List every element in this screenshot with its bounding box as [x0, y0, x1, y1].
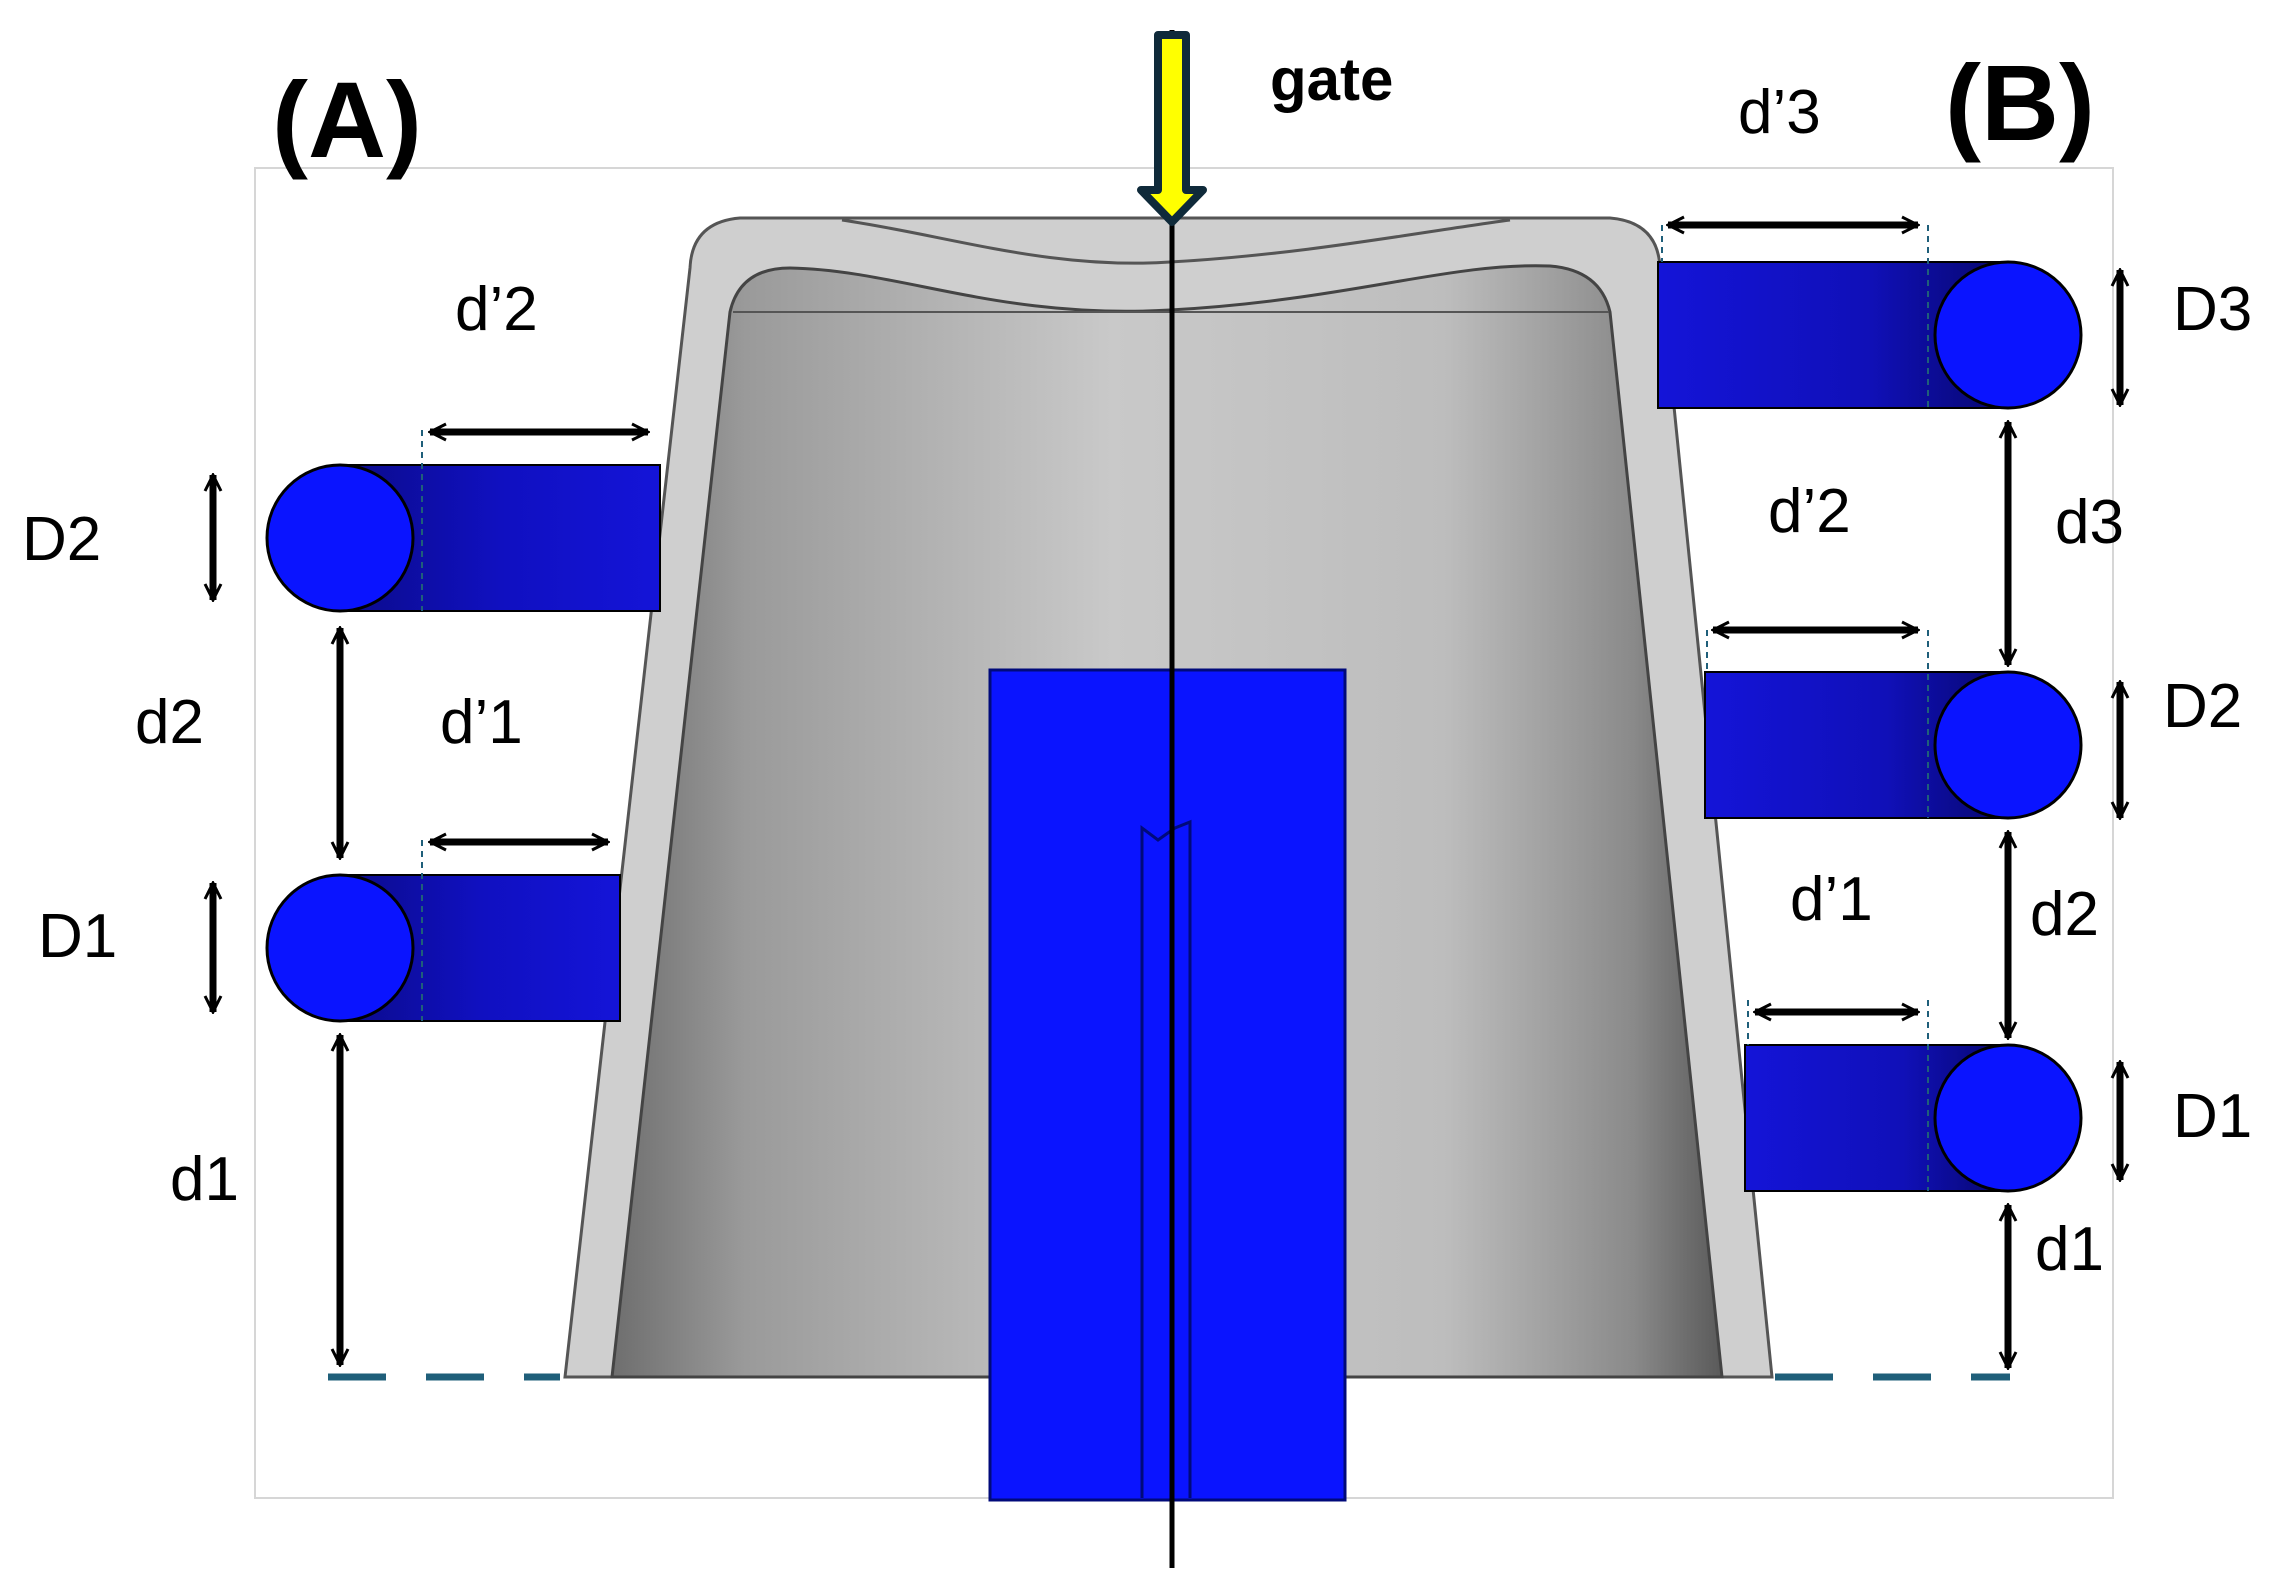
gate-arrow-icon [1137, 31, 1207, 226]
left-channel-2-end [265, 463, 415, 613]
right-label-d1: d1 [2035, 1215, 2104, 1284]
left-dimension-arrows [213, 432, 648, 1365]
right-label-d-prime-3: d’3 [1738, 78, 1821, 147]
right-dimension-arrows [1668, 225, 2120, 1368]
right-label-D3: D3 [2173, 275, 2252, 344]
panel-label-b: (B) [1945, 42, 2095, 163]
right-label-D1: D1 [2173, 1082, 2252, 1151]
right-channel-1-end [1933, 1043, 2083, 1193]
left-label-D2: D2 [22, 505, 101, 574]
left-channel-1-end [265, 873, 415, 1023]
right-label-d-prime-2: d’2 [1768, 477, 1851, 546]
left-channel-2 [265, 463, 661, 613]
right-channel-1 [1744, 1043, 2083, 1193]
right-channel-2 [1704, 670, 2083, 820]
right-label-D2: D2 [2163, 672, 2242, 741]
left-label-d1: d1 [170, 1145, 239, 1214]
left-label-d-prime-2: d’2 [455, 275, 538, 344]
left-label-D1: D1 [38, 902, 117, 971]
left-label-d2: d2 [135, 688, 204, 757]
panel-label-a: (A) [272, 59, 422, 180]
right-label-d3: d3 [2055, 488, 2124, 557]
left-channel-1 [265, 873, 621, 1023]
core-baffle [1140, 819, 1192, 1498]
right-channel-3 [1657, 260, 2083, 410]
right-label-d2: d2 [2030, 880, 2099, 949]
right-label-d-prime-1: d’1 [1790, 865, 1873, 934]
right-channel-3-end [1933, 260, 2083, 410]
left-label-d-prime-1: d’1 [440, 688, 523, 757]
right-channel-2-end [1933, 670, 2083, 820]
core-cooling-channel [988, 668, 1347, 1502]
gate-label: gate [1270, 46, 1393, 113]
